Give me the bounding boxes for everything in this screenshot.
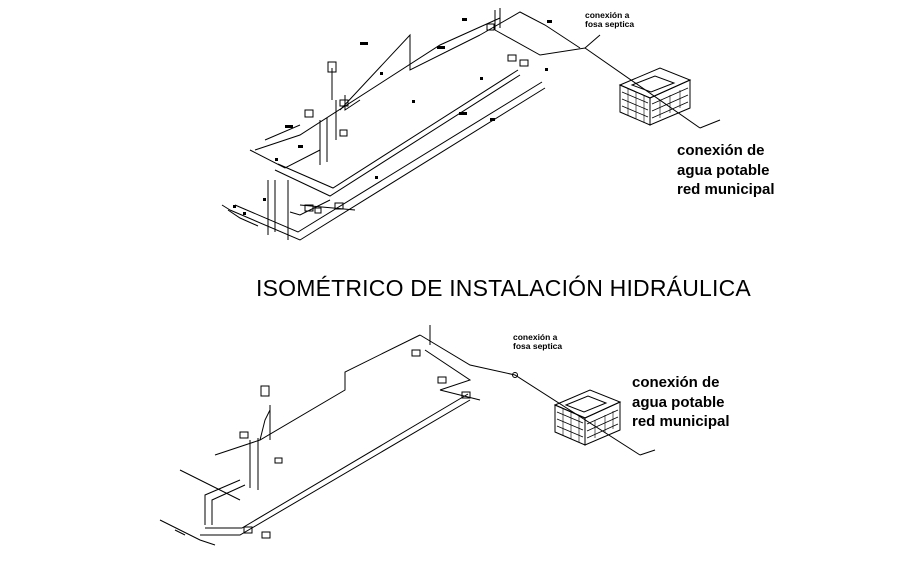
bottom-septic-label: conexión a fosa septica <box>513 332 563 351</box>
bottom-septic-box <box>553 389 622 446</box>
bottom-water-label: conexión de agua potable red municipal <box>632 374 730 430</box>
page-title: ISOMÉTRICO DE INSTALACIÓN HIDRÁULICA <box>256 275 751 301</box>
top-septic-label: conexión a fosa septica <box>585 10 635 29</box>
top-water-label: conexión de agua potable red municipal <box>677 142 775 198</box>
top-piping <box>222 8 720 240</box>
top-septic-box <box>618 67 692 126</box>
bottom-piping <box>160 325 655 545</box>
